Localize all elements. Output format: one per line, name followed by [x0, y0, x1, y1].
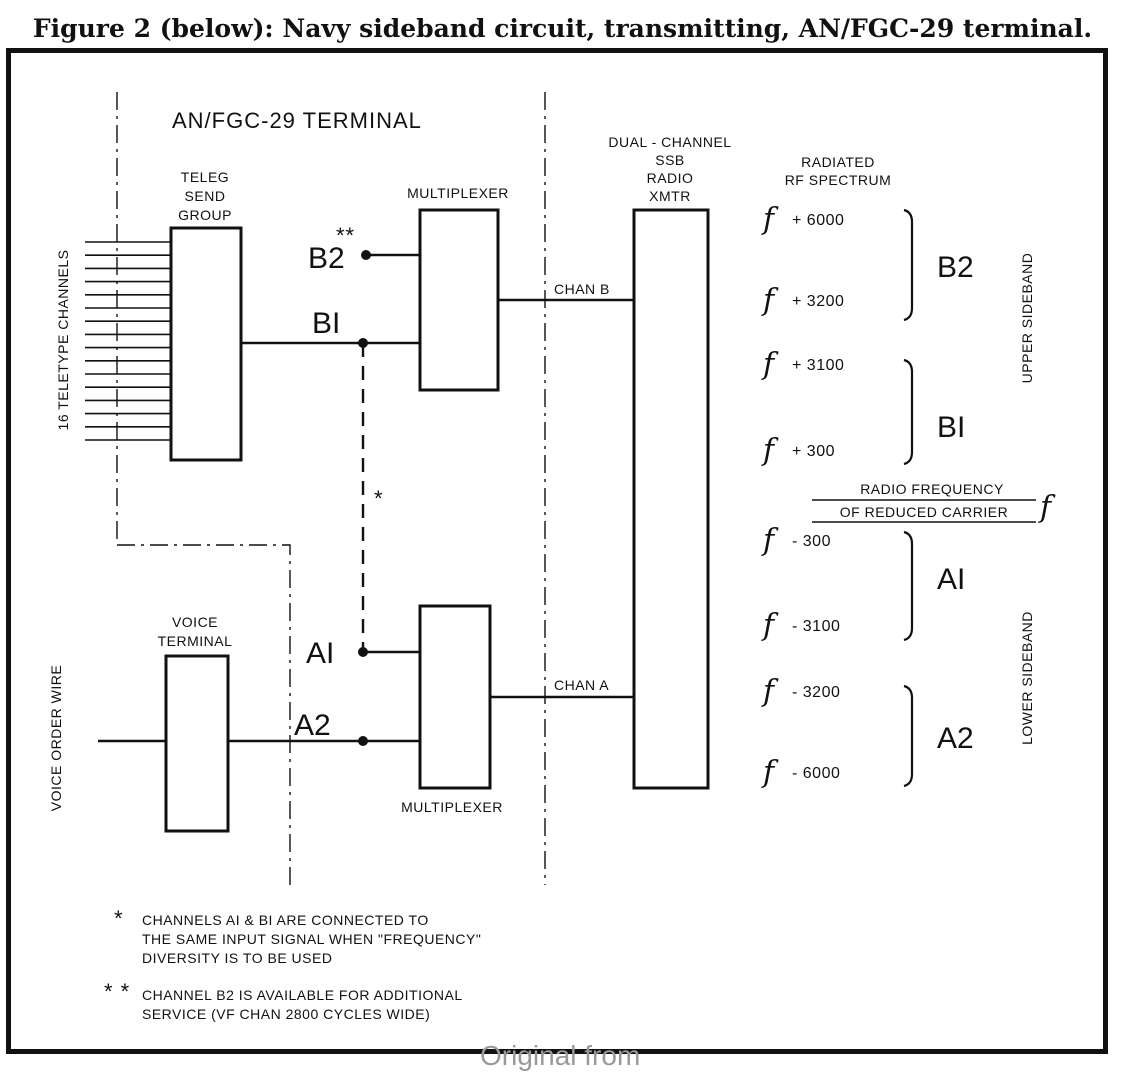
f-symbol-b2-top: f — [761, 202, 779, 237]
carrier-f-symbol: f — [1038, 490, 1056, 525]
freq-a1-top: - 300 — [792, 533, 831, 550]
xmtr-label-3: RADIO — [647, 170, 694, 186]
diagram-frame — [6, 48, 1108, 1054]
multiplexer-top-box — [418, 208, 500, 392]
lower-sideband-label: LOWER SIDEBAND — [1019, 611, 1035, 745]
note-1-mark: * — [114, 906, 124, 931]
bracket-a1 — [903, 530, 914, 642]
teletype-channels-label: 16 TELETYPE CHANNELS — [55, 250, 71, 431]
f-symbol-b2-bottom: f — [761, 283, 779, 318]
freq-b1-bottom: + 300 — [792, 443, 835, 460]
bracket-b1 — [903, 358, 914, 466]
teletype-input-lines — [85, 241, 171, 441]
freq-a2-bottom: - 6000 — [792, 765, 840, 782]
boundary-line-left-lower — [117, 544, 291, 885]
note-1-line-2: THE SAME INPUT SIGNAL WHEN "FREQUENCY" — [142, 931, 481, 947]
teleg-label-2: SEND — [185, 188, 226, 204]
spectrum-header-2: RF SPECTRUM — [785, 172, 892, 188]
teleg-send-group-box — [169, 226, 243, 462]
note-2-line-1: CHANNEL B2 IS AVAILABLE FOR ADDITIONAL — [142, 987, 463, 1003]
multiplexer-top-label: MULTIPLEXER — [407, 185, 509, 201]
band-label-a1: AI — [937, 563, 965, 596]
bracket-b2 — [903, 208, 914, 322]
terminal-title: AN/FGC-29 TERMINAL — [172, 108, 422, 133]
b2-input-label: B2 — [308, 242, 345, 275]
upper-sideband-label: UPPER SIDEBAND — [1019, 253, 1035, 384]
carrier-label-1: RADIO FREQUENCY — [860, 481, 1004, 497]
teleg-label-1: TELEG — [181, 169, 229, 185]
f-symbol-a1-bottom: f — [761, 608, 779, 643]
bracket-a2 — [903, 684, 914, 788]
band-label-b2: B2 — [937, 251, 974, 284]
a2-node — [358, 736, 368, 746]
f-symbol-b1-bottom: f — [761, 433, 779, 468]
band-label-b1: BI — [937, 411, 965, 444]
a1-input-label: AI — [306, 637, 334, 670]
freq-b1-top: + 3100 — [792, 357, 844, 374]
figure-caption: Figure 2 (below): Navy sideband circuit,… — [32, 14, 1093, 43]
f-symbol-a1-top: f — [761, 523, 779, 558]
xmtr-label-4: XMTR — [649, 188, 691, 204]
freq-a2-top: - 3200 — [792, 684, 840, 701]
note-2-mark: * * — [104, 979, 130, 1004]
diversity-asterisk: * — [374, 486, 384, 511]
b2-double-asterisk: ** — [336, 223, 355, 248]
a2-input-label: A2 — [294, 709, 331, 742]
note-1-line-1: CHANNELS AI & BI ARE CONNECTED TO — [142, 912, 429, 928]
spectrum-header-1: RADIATED — [801, 154, 875, 170]
f-symbol-a2-bottom: f — [761, 755, 779, 790]
f-symbol-a2-top: f — [761, 674, 779, 709]
freq-a1-bottom: - 3100 — [792, 618, 840, 635]
voice-terminal-label-1: VOICE — [172, 614, 218, 630]
note-1-line-3: DIVERSITY IS TO BE USED — [142, 950, 332, 966]
voice-terminal-box — [164, 654, 230, 833]
ssb-transmitter-box — [632, 208, 710, 790]
f-symbol-b1-top: f — [761, 347, 779, 382]
watermark-text: Original from — [480, 1040, 641, 1071]
voice-order-wire-label: VOICE ORDER WIRE — [48, 665, 64, 811]
xmtr-label-2: SSB — [655, 152, 685, 168]
freq-b2-top: + 6000 — [792, 212, 844, 229]
chan-b-label: CHAN B — [554, 281, 610, 297]
note-2-line-2: SERVICE (VF CHAN 2800 CYCLES WIDE) — [142, 1006, 430, 1022]
xmtr-label-1: DUAL - CHANNEL — [608, 134, 731, 150]
b1-input-label: BI — [312, 307, 340, 340]
chan-a-label: CHAN A — [554, 677, 609, 693]
teleg-label-3: GROUP — [178, 207, 232, 223]
voice-terminal-label-2: TERMINAL — [158, 633, 233, 649]
freq-b2-bottom: + 3200 — [792, 293, 844, 310]
carrier-label-2: OF REDUCED CARRIER — [840, 504, 1008, 520]
band-label-a2: A2 — [937, 722, 974, 755]
multiplexer-bottom-label: MULTIPLEXER — [401, 799, 503, 815]
multiplexer-bottom-box — [418, 604, 492, 790]
